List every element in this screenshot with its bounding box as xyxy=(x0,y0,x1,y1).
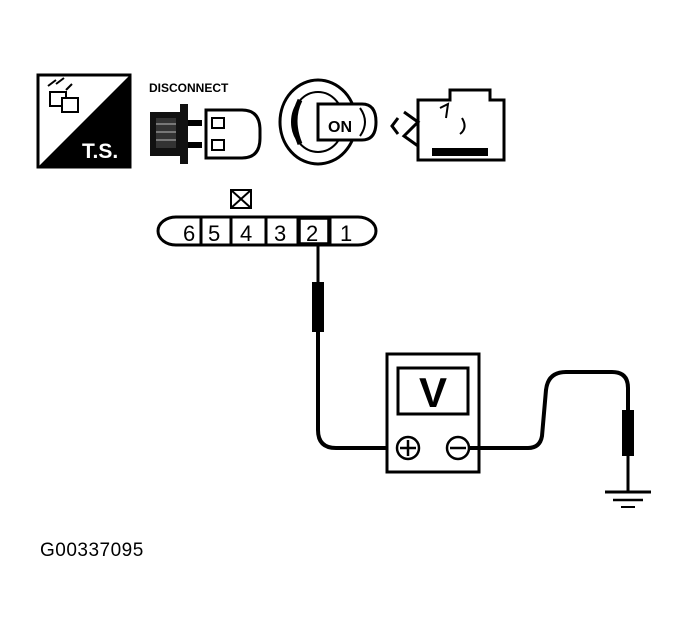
ground-icon xyxy=(605,490,651,508)
disconnect-icon: DISCONNECT xyxy=(149,81,262,164)
connector-lock-mark xyxy=(230,189,252,209)
connector: 6 5 4 3 2 1 xyxy=(156,189,378,247)
engine-icon xyxy=(390,88,506,162)
positive-test-lead xyxy=(312,246,392,450)
positive-terminal-icon xyxy=(395,435,421,461)
ignition-key-icon: ON xyxy=(278,78,378,166)
voltmeter-display-value: V xyxy=(419,369,447,416)
connector-pin-5: 5 xyxy=(208,221,220,246)
probed-pin-highlight xyxy=(299,218,329,244)
connector-pin-3: 3 xyxy=(274,221,286,246)
connector-pin-2: 2 xyxy=(306,221,318,246)
connector-pin-6: 6 xyxy=(183,221,195,246)
figure-code: G00337095 xyxy=(40,540,144,561)
troubleshoot-label: T.S. xyxy=(82,140,118,163)
voltmeter-display xyxy=(396,366,470,416)
voltmeter: V xyxy=(385,352,481,474)
connector-pin-4: 4 xyxy=(240,221,252,246)
ignition-on-label: ON xyxy=(328,119,352,136)
negative-terminal-icon xyxy=(445,435,471,461)
disconnect-label: DISCONNECT xyxy=(149,81,229,95)
troubleshoot-icon: T.S. xyxy=(36,73,132,169)
negative-test-lead xyxy=(470,370,634,492)
connector-pin-1: 1 xyxy=(340,221,352,246)
